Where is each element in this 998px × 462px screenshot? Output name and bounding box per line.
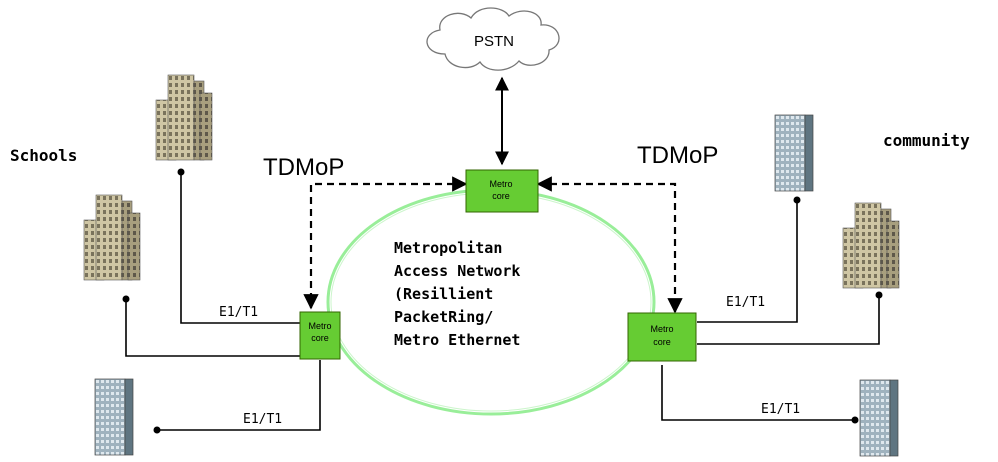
office-building-icon <box>774 114 814 192</box>
wire-school-top <box>180 172 300 324</box>
pstn-cloud: PSTN <box>426 7 560 71</box>
wire-right-bottom <box>661 365 855 421</box>
node-top-line2: core <box>492 191 510 201</box>
node-left-line1: Metro <box>308 321 331 331</box>
schools-label: Schools <box>10 146 77 165</box>
ring-line: PacketRing/ <box>394 308 493 326</box>
e1t1-label: E1/T1 <box>726 295 765 310</box>
metro-core-top[interactable]: Metro core <box>465 169 539 213</box>
school-building-icon <box>83 194 141 281</box>
metro-core-left[interactable]: Metro core <box>299 311 341 360</box>
node-left-line2: core <box>311 333 329 343</box>
pstn-label: PSTN <box>474 33 514 50</box>
e1t1-label: E1/T1 <box>243 412 282 427</box>
tdmop-label-right: TDMoP <box>637 142 718 169</box>
tdmop-link-left <box>303 176 468 310</box>
e1t1-label: E1/T1 <box>761 402 800 417</box>
wire-community-top <box>697 200 798 323</box>
office-building-icon <box>94 378 134 456</box>
ring-line: Metro Ethernet <box>394 331 520 349</box>
node-top-line1: Metro <box>489 179 512 189</box>
tdmop-link-right <box>536 176 683 314</box>
node-right-line2: core <box>653 337 671 347</box>
ring-description: Metropolitan Access Network (Resillient … <box>394 239 520 349</box>
office-building-icon <box>859 379 899 457</box>
community-building-icon <box>842 202 900 289</box>
ring-line: Access Network <box>394 262 520 280</box>
wire-left-bottom <box>157 360 321 431</box>
ring-line: Metropolitan <box>394 239 502 257</box>
ring-line: (Resillient <box>394 285 493 303</box>
node-right-line1: Metro <box>650 324 673 334</box>
school-building-icon <box>155 74 213 161</box>
community-label: community <box>883 131 970 150</box>
wire-community-mid <box>697 295 880 345</box>
metro-core-right[interactable]: Metro core <box>627 312 697 362</box>
wire-school-mid <box>125 299 300 357</box>
e1t1-label: E1/T1 <box>219 305 258 320</box>
tdmop-label-left: TDMoP <box>263 154 344 181</box>
